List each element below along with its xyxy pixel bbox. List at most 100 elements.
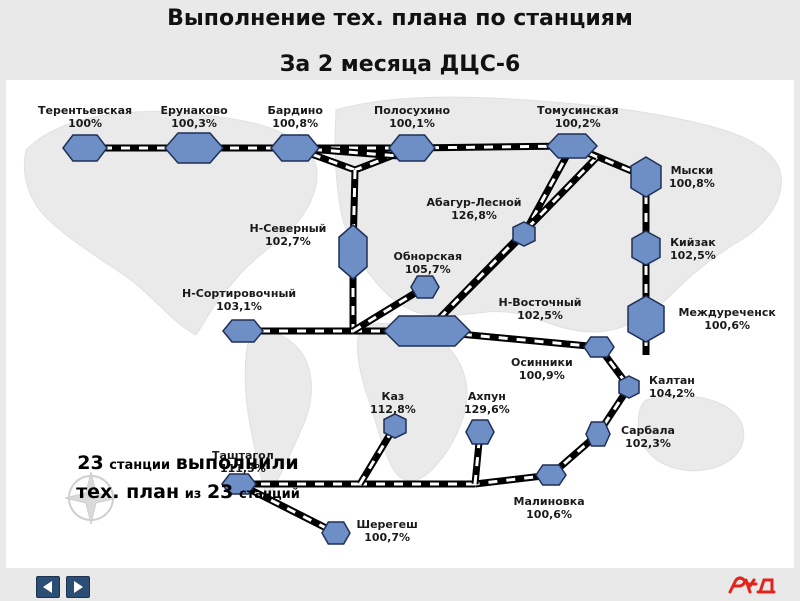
station-plan-value: 129,6% — [464, 403, 510, 416]
station-name: Обнорская — [393, 250, 463, 263]
station-node-mezhdurechensk — [627, 295, 665, 343]
station-node-kaz — [383, 413, 407, 439]
triangle-left-icon — [43, 581, 52, 593]
compass-rose-icon — [64, 471, 118, 525]
station-plan-value: 102,3% — [625, 437, 671, 450]
station-plan-value: 100,8% — [669, 177, 715, 190]
track-sleeper-pattern — [474, 473, 552, 486]
rzd-logo-mark — [728, 576, 776, 594]
station-plan-value: 100,1% — [389, 117, 435, 130]
station-node-sarbala — [585, 421, 611, 447]
station-plan-value: 103,1% — [216, 300, 262, 313]
track-sleeper-pattern — [352, 285, 426, 333]
station-name: Ерунаково — [160, 104, 228, 117]
station-node-polosukhino — [388, 134, 436, 162]
station-plan-value: 100,8% — [272, 117, 319, 130]
station-name: Кийзак — [670, 236, 716, 249]
summary-word-from: из — [184, 487, 202, 502]
station-name: Ахпун — [467, 390, 506, 403]
station-plan-value: 100,2% — [554, 117, 601, 130]
station-name: Н-Сортировочный — [182, 287, 297, 300]
station-name: Калтан — [649, 374, 695, 387]
station-node-akhpun — [465, 419, 495, 445]
station-name: Терентьевская — [38, 104, 133, 117]
station-plan-value: 112,8% — [370, 403, 416, 416]
station-name: Таштагол — [212, 449, 274, 462]
summary-count-total: 23 — [206, 481, 234, 503]
station-node-n-vostochny — [382, 315, 472, 347]
station-node-sheregesh — [321, 521, 351, 545]
track-segment — [237, 480, 338, 537]
station-node-malinovka — [535, 464, 567, 486]
railway-scheme — [23, 96, 782, 545]
station-plan-value: 102,5% — [517, 309, 563, 322]
station-node-kaltan — [618, 375, 640, 399]
next-slide-button[interactable] — [66, 576, 90, 598]
station-plan-value: 100,6% — [704, 319, 751, 332]
station-name: Н-Северный — [249, 222, 327, 235]
station-name: Мыски — [670, 164, 714, 177]
station-plan-value: 105,7% — [404, 263, 451, 276]
station-name: Шерегеш — [356, 518, 418, 531]
station-name: Н-Восточный — [498, 296, 582, 309]
triangle-right-icon — [74, 581, 83, 593]
track-segment — [411, 142, 573, 152]
station-name: Малиновка — [513, 495, 585, 508]
summary-word-completed: выполнили — [175, 452, 299, 474]
station-node-tomusinskaya — [545, 133, 599, 159]
station-node-osinniki — [583, 336, 615, 358]
station-plan-value: 100,9% — [518, 369, 565, 382]
station-name: Осинники — [511, 356, 573, 369]
station-name: Каз — [381, 390, 405, 403]
station-node-obnorskaya — [410, 275, 440, 299]
track-sleeper-pattern — [411, 144, 573, 150]
station-name: Междуреченск — [678, 306, 776, 319]
track-sleeper-pattern — [571, 144, 647, 179]
rzd-logo — [726, 574, 778, 600]
station-node-n-sortirovochny — [222, 319, 264, 343]
station-plan-value: 102,5% — [670, 249, 716, 262]
previous-slide-button[interactable] — [36, 576, 60, 598]
summary-word-of-stations: станций — [238, 487, 300, 502]
station-name: Полосухино — [374, 104, 451, 117]
station-node-kiyzak — [631, 230, 661, 266]
station-plan-value: 100% — [68, 117, 103, 130]
station-plan-value: 100,7% — [364, 531, 411, 544]
railway-stations — [62, 132, 665, 545]
station-name: Томусинская — [537, 104, 619, 117]
track-sleeper-pattern — [425, 155, 599, 333]
station-node-tashtagol — [221, 473, 257, 495]
page-title: Выполнение тех. плана по станциям — [167, 6, 633, 31]
station-node-n-severny — [338, 224, 368, 280]
world-map-background — [23, 96, 782, 502]
track-segment — [351, 284, 427, 334]
track-segment — [424, 154, 600, 334]
station-node-myski — [630, 156, 662, 198]
station-node-abagur — [512, 221, 536, 247]
summary-word-plan: тех. план — [76, 481, 180, 503]
station-name: Бардино — [267, 104, 323, 117]
summary-count-done: 23 — [77, 452, 104, 474]
station-node-bardino — [270, 134, 320, 162]
station-plan-value: 104,2% — [649, 387, 695, 400]
station-name: Сарбала — [621, 424, 675, 437]
station-plan-value: 111,3% — [219, 462, 266, 475]
